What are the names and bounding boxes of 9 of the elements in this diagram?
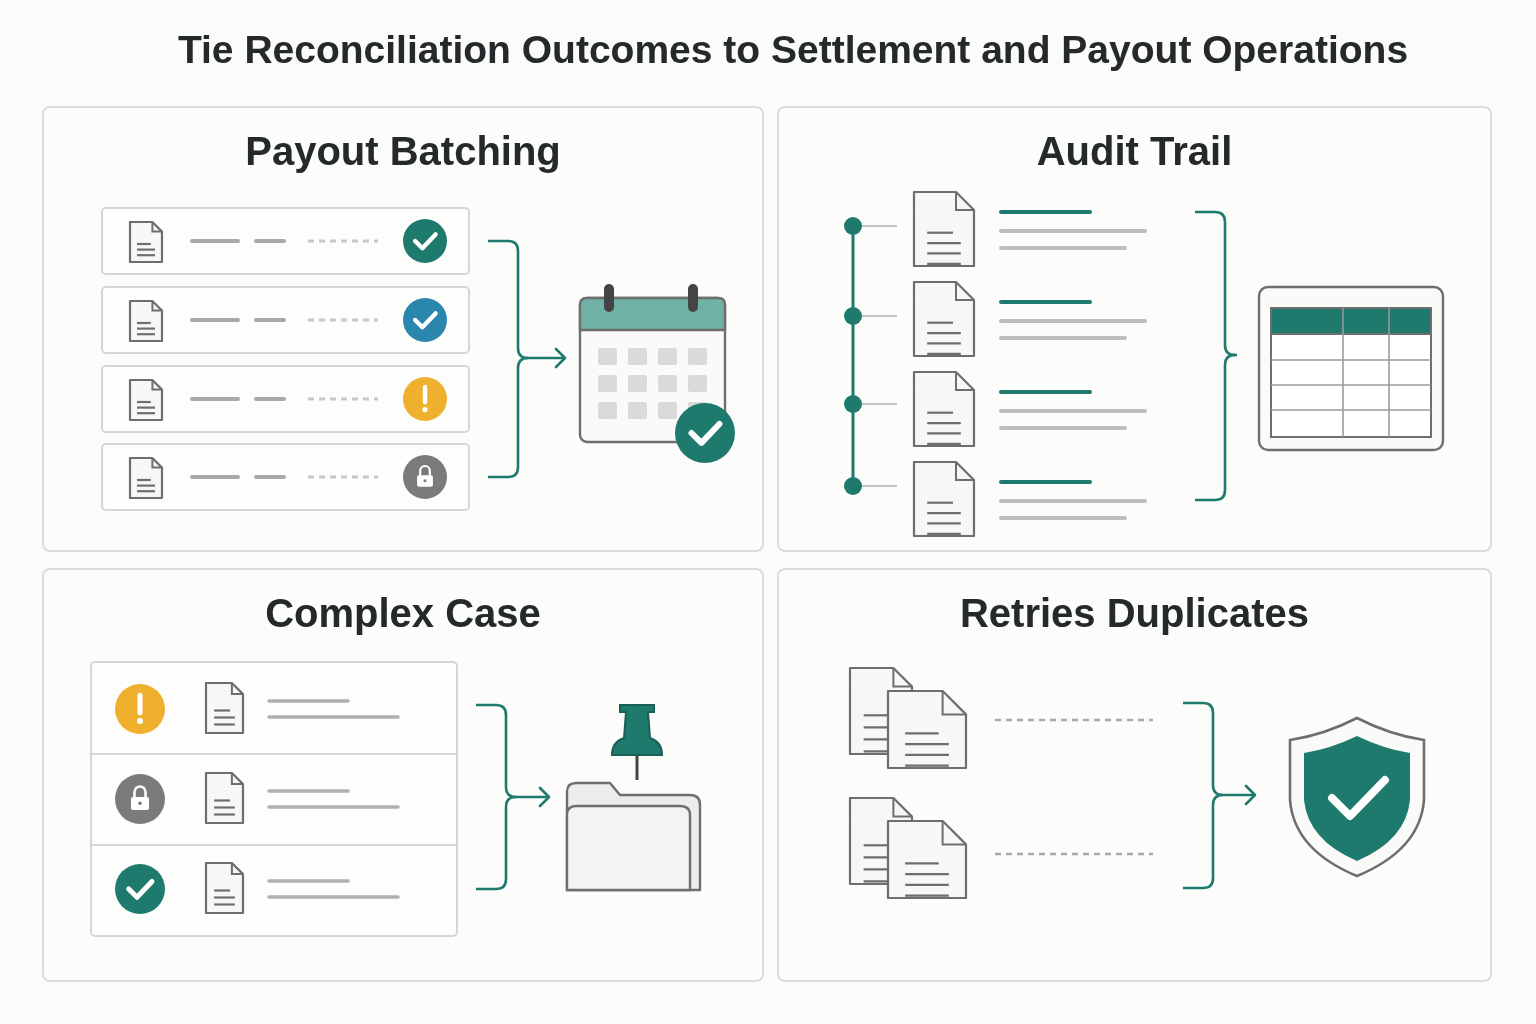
panel xyxy=(777,106,1492,552)
panel-heading: Retries Duplicates xyxy=(960,591,1309,636)
panel xyxy=(42,106,764,552)
diagram-title: Tie Reconciliation Outcomes to Settlement and Payout Operations xyxy=(176,28,1410,72)
panel xyxy=(777,568,1492,982)
panel-heading: Complex Case xyxy=(265,591,541,636)
panel-heading: Audit Trail xyxy=(1036,129,1233,174)
panel xyxy=(42,568,764,982)
panel-heading: Payout Batching xyxy=(245,129,561,174)
